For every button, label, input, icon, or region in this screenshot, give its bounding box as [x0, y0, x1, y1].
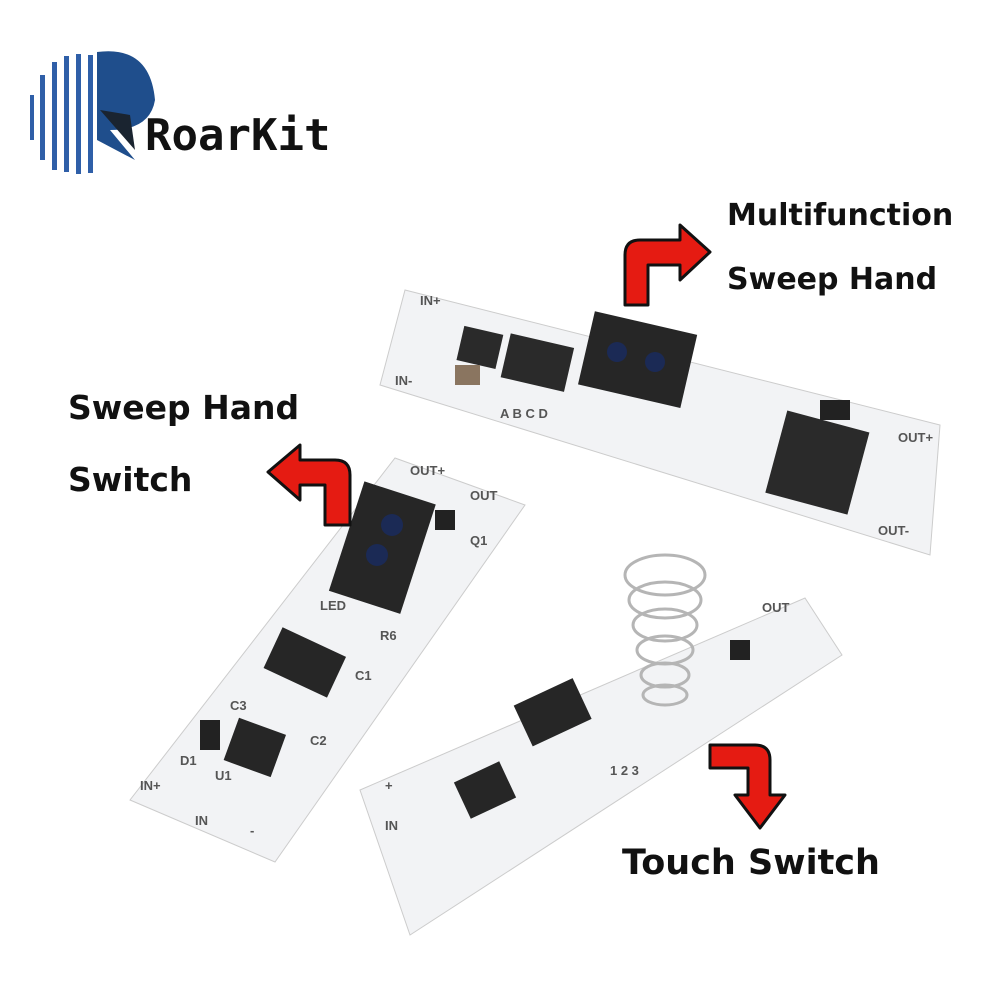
silkscreen-label: C2: [310, 733, 327, 748]
silkscreen-label: OUT+: [410, 463, 445, 478]
roarkit-logo: RoarKit: [30, 51, 330, 174]
arrow-up-left-icon: [266, 443, 352, 527]
silkscreen-label: 1 2 3: [610, 763, 639, 778]
silkscreen-label: Q1: [470, 533, 487, 548]
arrow-down-right-icon: [708, 743, 787, 830]
arrow-up-right-icon: [623, 223, 712, 307]
silkscreen-label: IN+: [420, 293, 441, 308]
label-multifunction: Multifunction: [727, 198, 954, 233]
silkscreen-label: C1: [355, 668, 372, 683]
sweep-hand-board: OUT+ OUT Q1 LED R6 C1 C3 C2 D1 U1 IN+ IN…: [129, 457, 526, 863]
ir-sensor: [578, 311, 698, 408]
silkscreen-label: -: [250, 823, 254, 838]
silkscreen-label: OUT: [762, 600, 790, 615]
silkscreen-label: IN: [385, 818, 398, 833]
label-sweep-hand: Sweep Hand: [68, 388, 300, 427]
silkscreen-label: R6: [380, 628, 397, 643]
silkscreen-label: IN-: [395, 373, 412, 388]
multifunction-board: IN+ IN- A B C D OUT+ OUT-: [379, 289, 941, 556]
label-switch: Switch: [68, 460, 193, 499]
silkscreen-label: OUT+: [898, 430, 933, 445]
silkscreen-label: IN+: [140, 778, 161, 793]
silkscreen-label: D1: [180, 753, 197, 768]
silkscreen-label: OUT-: [878, 523, 909, 538]
silkscreen-label: +: [385, 778, 393, 793]
silkscreen-label: U1: [215, 768, 232, 783]
silkscreen-label: IN: [195, 813, 208, 828]
silkscreen-label: A B C D: [500, 406, 548, 421]
silkscreen-label: LED: [320, 598, 346, 613]
silkscreen-label: C3: [230, 698, 247, 713]
label-touch-switch: Touch Switch: [622, 843, 880, 883]
silkscreen-label: OUT: [470, 488, 498, 503]
touch-spring: [623, 553, 707, 707]
label-sweep-hand-top: Sweep Hand: [727, 262, 938, 297]
logo-text: RoarKit: [145, 110, 330, 161]
touch-switch-board: OUT 1 2 3 + IN: [359, 553, 843, 936]
